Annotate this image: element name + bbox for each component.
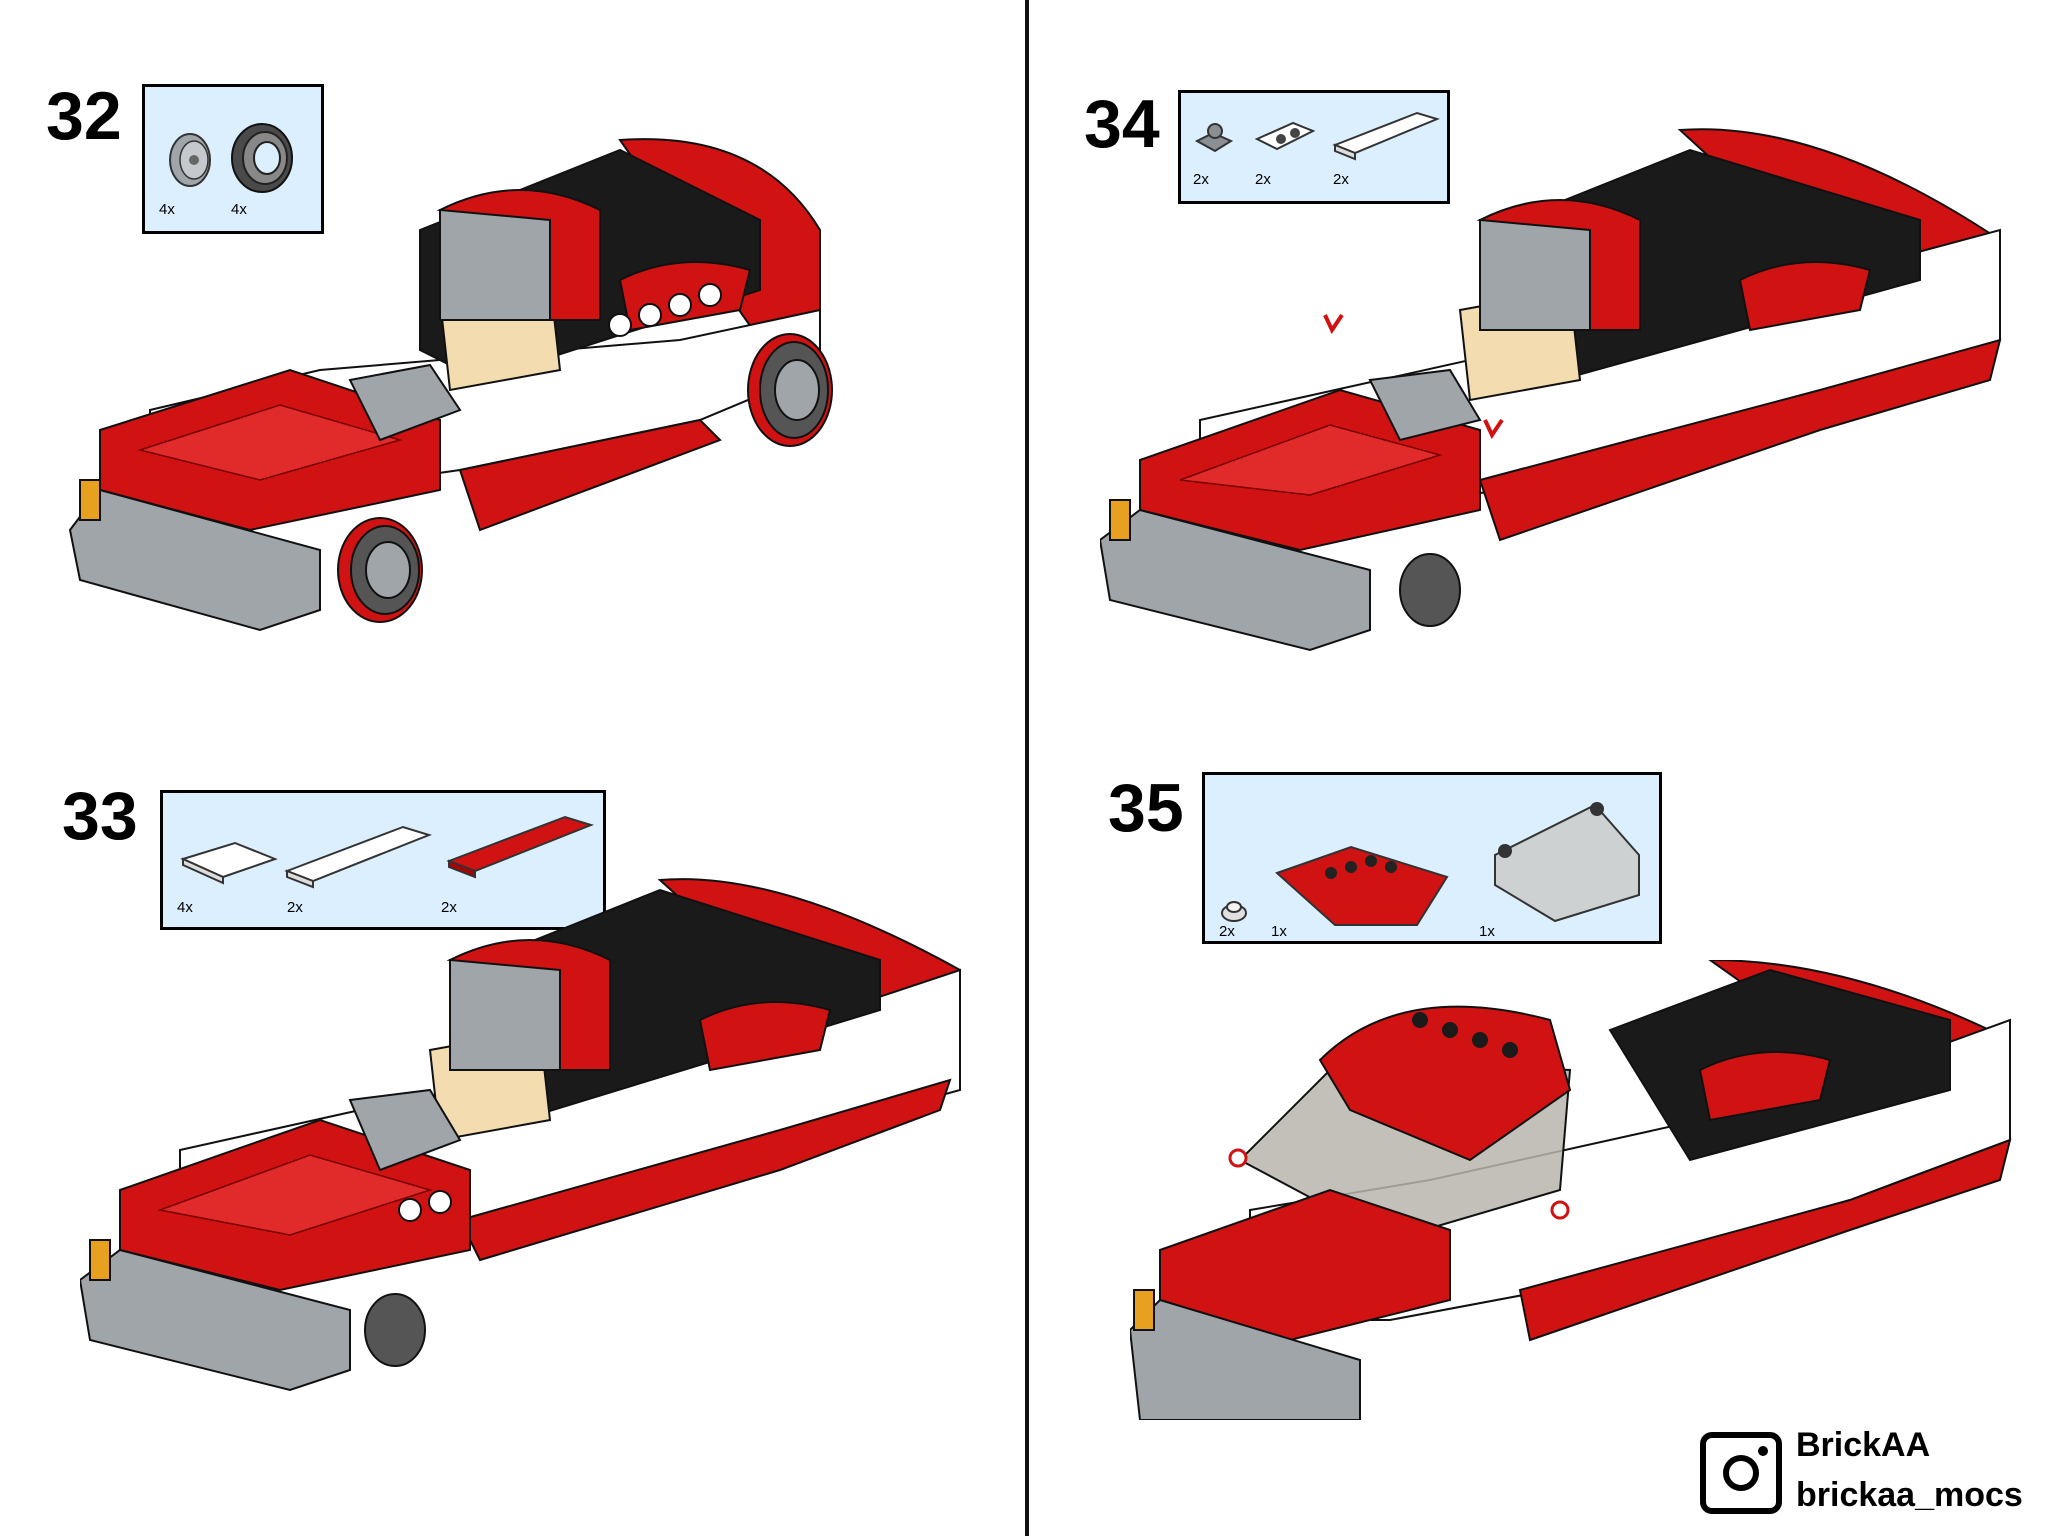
model-illustration	[1130, 960, 2012, 1420]
parts-list: 2x 1x 1x	[1202, 772, 1662, 944]
part-qty: 2x	[287, 899, 303, 916]
brand-name: BrickAA	[1796, 1426, 1931, 1464]
red-tile-1x4-icon	[446, 815, 595, 879]
step-number: 33	[62, 778, 138, 854]
white-tile-1x4-icon	[284, 825, 433, 889]
tire-icon	[231, 123, 293, 193]
instagram-icon	[1700, 1432, 1782, 1514]
part-qty: 2x	[1333, 171, 1349, 188]
part-qty: 1x	[1479, 923, 1495, 940]
part-qty: 2x	[441, 899, 457, 916]
parts-list: 4x 2x 2x	[160, 790, 606, 930]
step-number: 35	[1108, 770, 1184, 846]
step-35: 35 2x 1x 1x	[1030, 760, 2048, 1420]
part-qty: 2x	[1219, 923, 1235, 940]
parts-list: 2x 2x 2x	[1178, 90, 1450, 204]
trans-windscreen-icon	[1494, 802, 1640, 923]
white-tile-1x2-icon	[180, 841, 278, 885]
part-qty: 4x	[159, 201, 175, 218]
part-qty: 4x	[231, 201, 247, 218]
part-qty: 1x	[1271, 923, 1287, 940]
gray-clip-plate-icon	[1194, 123, 1234, 153]
step-number: 34	[1084, 86, 1160, 162]
camera-lens	[1723, 1455, 1759, 1491]
step-number: 32	[46, 78, 122, 154]
wheel-rim-icon	[169, 133, 211, 187]
part-qty: 2x	[1255, 171, 1271, 188]
step-32: 32 4x 4x	[0, 0, 1020, 760]
parts-list: 4x 4x	[142, 84, 324, 234]
red-wedge-plate-icon	[1275, 845, 1449, 926]
camera-flash	[1758, 1446, 1768, 1456]
part-qty: 2x	[1193, 171, 1209, 188]
white-tile-1x4-icon	[1332, 111, 1440, 161]
model-illustration	[1100, 128, 2002, 652]
model-illustration	[68, 138, 833, 632]
instagram-handle: brickaa_mocs	[1796, 1476, 2023, 1514]
step-34: 34 2x 2x 2x	[1030, 0, 2048, 760]
step-33: 33 4x 2x 2x	[0, 760, 1020, 1520]
white-bracket-icon	[1254, 121, 1316, 151]
model-illustration	[80, 878, 961, 1392]
part-qty: 4x	[177, 899, 193, 916]
gray-round-plate-icon	[1221, 901, 1247, 922]
page-divider	[1025, 0, 1029, 1536]
